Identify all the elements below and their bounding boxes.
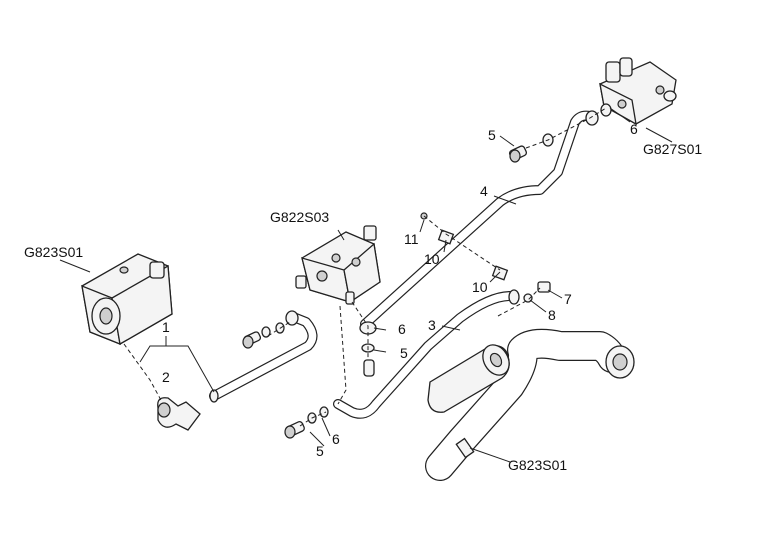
label-8: 8 <box>548 307 556 323</box>
label-6-bottom: 6 <box>332 431 340 447</box>
label-7: 7 <box>564 291 572 307</box>
label-1: 1 <box>162 319 170 335</box>
control-valve <box>295 225 381 305</box>
elbow-fitting <box>157 397 201 431</box>
label-11: 11 <box>404 231 419 247</box>
label-g823s01-pump: G823S01 <box>24 244 83 260</box>
distributor-block <box>599 57 677 126</box>
label-10-a: 10 <box>424 251 440 267</box>
label-6-top: 6 <box>630 121 638 137</box>
label-g823s01-hose: G823S01 <box>508 457 567 473</box>
pipe-4 <box>360 110 595 329</box>
label-g827s01: G827S01 <box>643 141 702 157</box>
label-4: 4 <box>480 183 488 199</box>
label-10-b: 10 <box>472 279 488 295</box>
label-3: 3 <box>428 317 436 333</box>
assembly-lines <box>123 107 607 427</box>
label-g822s03: G822S03 <box>270 209 329 225</box>
label-2: 2 <box>162 369 170 385</box>
hydraulic-pump <box>81 253 173 346</box>
label-5-top: 5 <box>488 127 496 143</box>
callout-labels: G827S01 G822S03 G823S01 G823S01 1 2 3 4 … <box>24 121 702 473</box>
label-5-bottom: 5 <box>316 443 324 459</box>
suction-hose <box>425 328 635 481</box>
pipe-1 <box>209 310 318 401</box>
pipe-3 <box>333 289 520 419</box>
label-6-mid: 6 <box>398 321 406 337</box>
label-5-mid: 5 <box>400 345 408 361</box>
hardware <box>209 103 612 439</box>
leader-lines <box>59 107 673 463</box>
filter-canister <box>427 344 510 413</box>
